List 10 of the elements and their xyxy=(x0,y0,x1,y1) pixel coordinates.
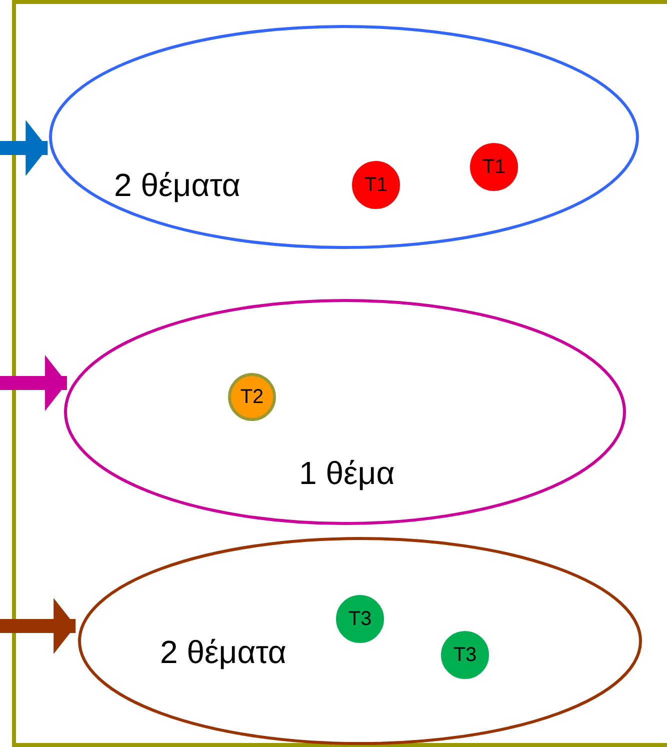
topic-count: 1 θέμα xyxy=(299,457,395,489)
group-ellipse xyxy=(49,25,639,249)
topic-count: 2 θέματα xyxy=(160,636,286,668)
frame-box xyxy=(12,0,667,747)
block-arrow xyxy=(0,355,67,411)
topic-count: 2 θέματα xyxy=(114,169,240,201)
block-arrow xyxy=(0,598,76,654)
block-arrow xyxy=(0,120,48,176)
group-ellipse xyxy=(78,537,642,745)
group-ellipse xyxy=(64,299,626,525)
